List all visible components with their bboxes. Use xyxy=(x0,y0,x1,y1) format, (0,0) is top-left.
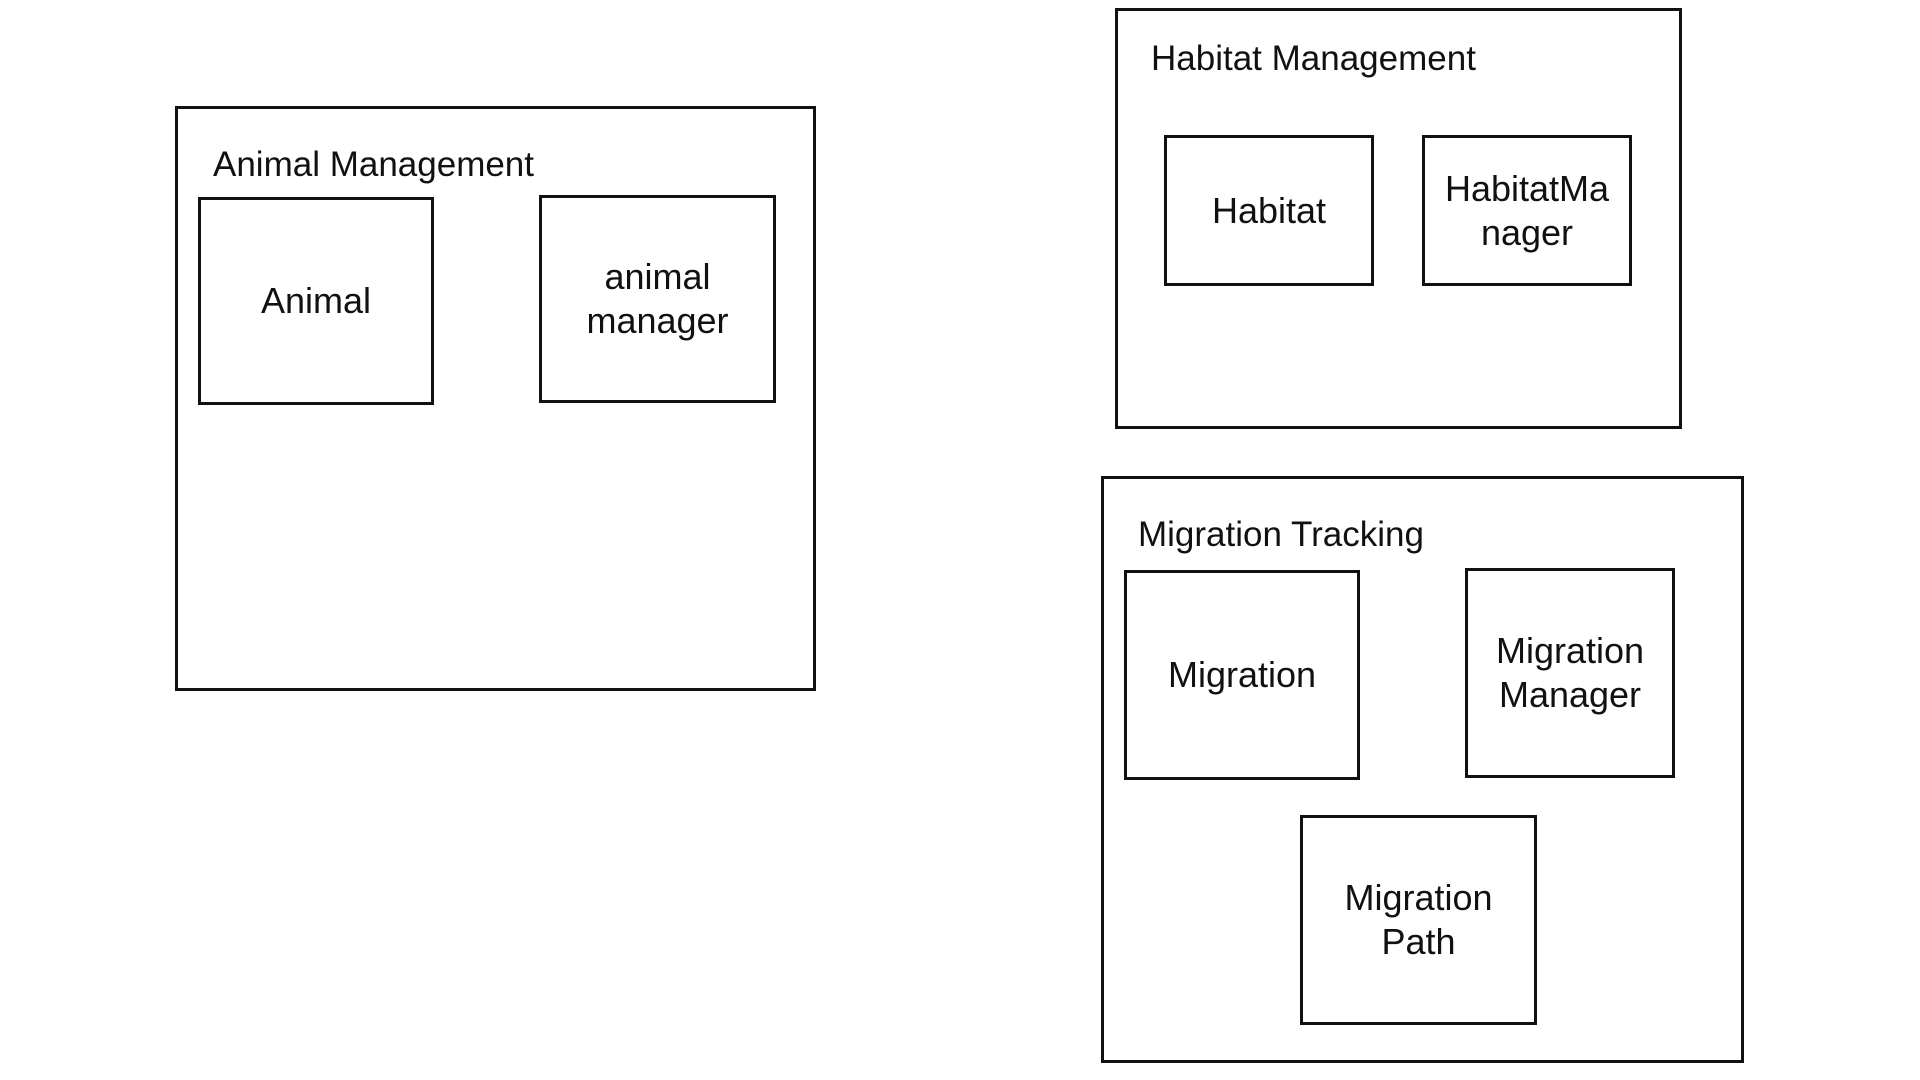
package-habitat-management: Habitat Management Habitat HabitatMa nag… xyxy=(1115,8,1682,429)
component-label: animal manager xyxy=(586,256,729,341)
package-title: Habitat Management xyxy=(1151,39,1476,78)
component-habitat-manager: HabitatMa nager xyxy=(1422,135,1632,286)
component-animal-manager: animal manager xyxy=(539,195,776,403)
component-label: Migration Path xyxy=(1344,877,1493,962)
component-label: Animal xyxy=(260,280,372,321)
component-migration: Migration xyxy=(1124,570,1360,780)
package-title: Animal Management xyxy=(213,145,534,184)
component-label: Habitat xyxy=(1211,189,1327,231)
package-title: Migration Tracking xyxy=(1138,515,1424,554)
component-animal: Animal xyxy=(198,197,434,405)
package-animal-management: Animal Management Animal animal manager xyxy=(175,106,816,691)
component-label: HabitatMa nager xyxy=(1444,167,1610,253)
component-label: Migration Manager xyxy=(1495,630,1645,715)
component-migration-path: Migration Path xyxy=(1300,815,1537,1025)
package-migration-tracking: Migration Tracking Migration Migration M… xyxy=(1101,476,1744,1063)
component-label: Migration xyxy=(1167,654,1317,695)
component-migration-manager: Migration Manager xyxy=(1465,568,1675,778)
component-habitat: Habitat xyxy=(1164,135,1374,286)
